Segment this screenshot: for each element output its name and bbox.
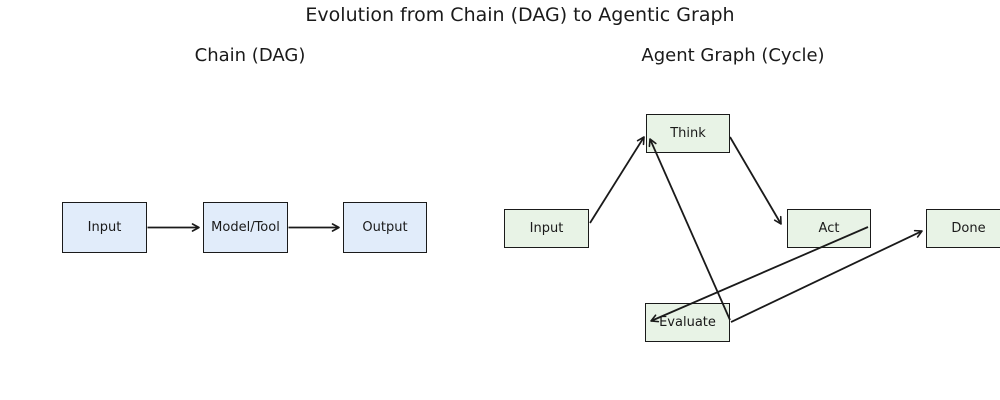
node-agent-done: Done [926,209,1000,248]
chain-panel-title: Chain (DAG) [194,45,306,66]
node-label: Input [529,221,564,236]
figure-title: Evolution from Chain (DAG) to Agentic Gr… [305,4,735,26]
node-label: Evaluate [659,315,716,330]
node-agent-evaluate: Evaluate [645,303,730,342]
node-chain-output: Output [343,202,427,253]
node-label: Think [670,126,706,141]
agent-panel-title: Agent Graph (Cycle) [641,45,825,66]
node-agent-input: Input [504,209,589,248]
node-label: Done [951,221,986,236]
node-chain-model-tool: Model/Tool [203,202,288,253]
node-label: Input [87,220,122,235]
edge-evaluate-to-think [648,138,731,321]
edge-input-to-think [589,136,645,224]
edge-think-to-act [729,136,782,225]
node-agent-act: Act [787,209,871,248]
node-label: Act [818,221,840,236]
node-agent-think: Think [646,114,730,153]
node-label: Output [362,220,408,235]
node-label: Model/Tool [211,220,280,235]
node-chain-input: Input [62,202,147,253]
